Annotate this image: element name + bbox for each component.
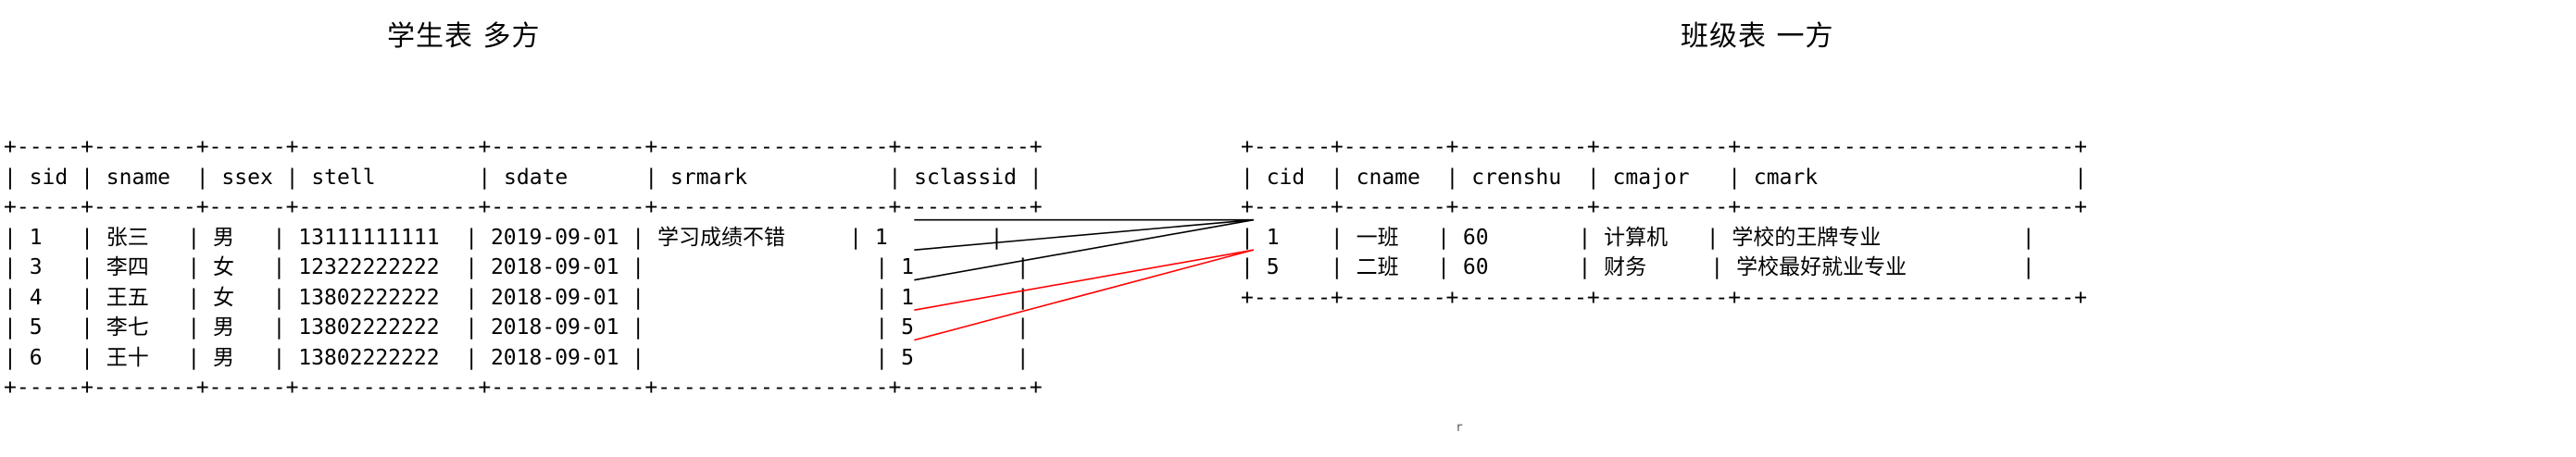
students-ascii-table: +-----+--------+------+--------------+--…: [4, 135, 1043, 400]
classes-table-title: 班级表 一方: [1681, 20, 1834, 53]
students-table-title: 学生表 多方: [387, 20, 541, 53]
classes-ascii-table: +------+--------+----------+----------+-…: [1241, 135, 2087, 310]
stray-mark: r: [1456, 421, 1463, 435]
